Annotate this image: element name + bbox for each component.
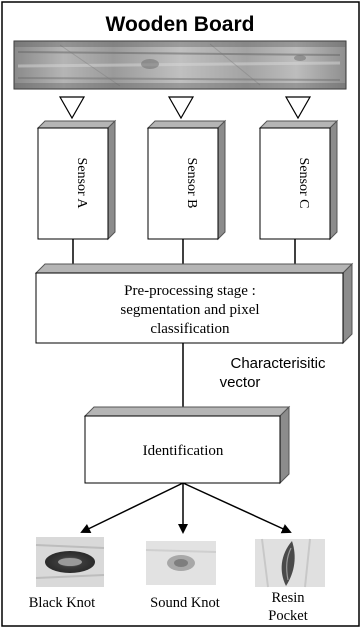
diagram-title: Wooden Board xyxy=(106,13,255,36)
output-label-sound-knot: Sound Knot xyxy=(150,595,220,611)
sensor-c-beam-icon xyxy=(284,96,312,120)
black-knot-image xyxy=(35,537,105,587)
sensor-c-box: Sensor C xyxy=(258,119,339,241)
vector-label-line-2: vector xyxy=(220,374,261,391)
sound-knot-image xyxy=(145,541,217,585)
resin-pocket-image xyxy=(255,538,325,588)
sensor-b-beam-icon xyxy=(167,96,195,120)
sensor-a-beam-icon xyxy=(58,96,86,120)
output-label-black-knot: Black Knot xyxy=(29,595,95,611)
preprocessing-line-1: Pre-processing stage : xyxy=(124,283,256,299)
vector-label-line-1: Characterisitic xyxy=(230,355,326,372)
output-label-resin-pocket-line-1: Resin xyxy=(271,590,305,606)
identification-label: Identification xyxy=(143,443,224,459)
sensor-c-label: Sensor C xyxy=(296,158,311,209)
preprocessing-line-3: classification xyxy=(150,321,230,337)
arrow-to-resin-pocket xyxy=(182,482,292,534)
preprocessing-line-2: segmentation and pixel xyxy=(120,302,259,318)
sensor-a-box: Sensor A xyxy=(36,119,117,241)
output-label-resin-pocket-line-2: Pocket xyxy=(268,608,307,624)
sensor-a-label: Sensor A xyxy=(74,158,89,210)
sensor-b-box: Sensor B xyxy=(146,119,227,241)
arrow-to-black-knot xyxy=(80,482,184,534)
sensor-b-label: Sensor B xyxy=(184,158,199,209)
identification-box: Identification xyxy=(83,405,291,485)
preprocessing-box: Pre-processing stage : segmentation and … xyxy=(34,262,354,345)
wooden-board-image xyxy=(13,40,347,90)
